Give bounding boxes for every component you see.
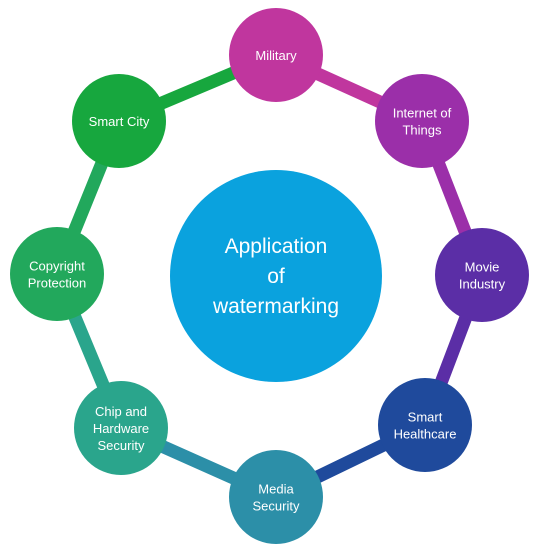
node-circle	[229, 450, 323, 544]
node-label-line: Military	[255, 48, 297, 63]
node-label-line: Protection	[28, 276, 87, 291]
node-label-line: Things	[402, 123, 442, 138]
center-label-line: Application	[225, 235, 328, 258]
node-circle	[375, 74, 469, 168]
node-label-line: Smart City	[89, 114, 150, 129]
node-label-line: Smart	[408, 410, 443, 425]
node-circle	[72, 74, 166, 168]
node-label-line: Security	[98, 438, 145, 453]
node-circle	[378, 378, 472, 472]
node-label-line: Industry	[459, 277, 506, 292]
node-military: Military	[229, 8, 323, 102]
node-label-line: Healthcare	[394, 427, 457, 442]
center-circle	[170, 170, 382, 382]
node-label-line: Internet of	[393, 106, 452, 121]
center-label-line: of	[267, 265, 285, 288]
node-label-line: Movie	[465, 260, 500, 275]
node-circle	[435, 228, 529, 322]
node-circle	[74, 381, 168, 475]
node-label-line: Chip and	[95, 404, 147, 419]
node-iot: Internet of Things	[375, 74, 469, 168]
node-label-line: Security	[253, 499, 300, 514]
node-smartcity: Smart City	[72, 74, 166, 168]
node-circle	[10, 227, 104, 321]
center-label-line: watermarking	[212, 295, 339, 318]
node-circle	[229, 8, 323, 102]
node-label-line: Hardware	[93, 421, 149, 436]
node-label-line: Media	[258, 482, 294, 497]
node-label-line: Copyright	[29, 259, 85, 274]
